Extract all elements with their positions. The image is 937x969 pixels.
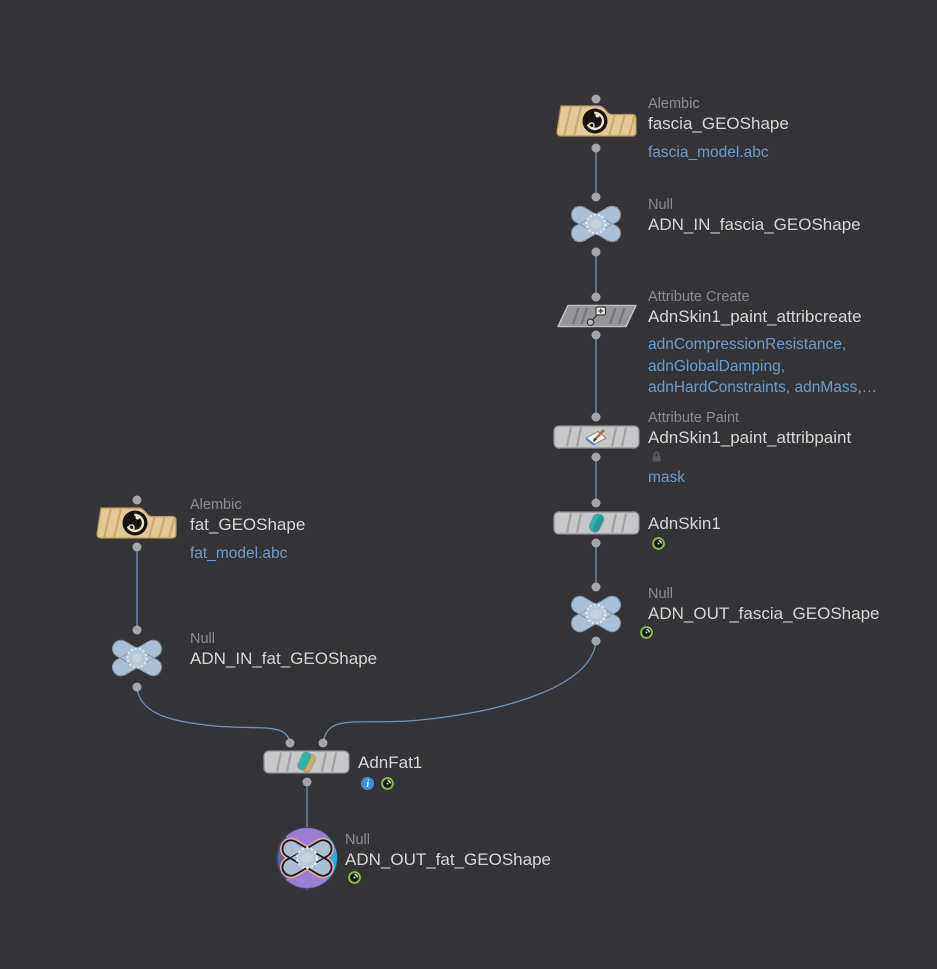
svg-text:i: i [366,779,369,790]
node-type-label: Alembic [190,497,242,513]
node-adn-in-fat[interactable] [107,633,167,683]
node-adnskin1[interactable] [553,511,640,535]
attribute-create-icon [586,306,607,327]
node-comment: adnHardConstraints, adnMass,… [648,379,878,396]
node-adn-out-fat[interactable] [272,825,342,891]
adnfat-icon [297,751,316,773]
label-group-adn-in-fascia: Null ADN_IN_fascia_GEOShape [648,196,861,235]
node-name-label: fascia_GEOShape [648,114,789,133]
node-fascia-geoshape[interactable] [553,104,640,138]
node-name-label: AdnFat1 [358,753,423,772]
node-name-label: fat_GEOShape [190,515,306,534]
connector-dot[interactable] [591,452,601,462]
node-name-label: AdnSkin1_paint_attribcreate [648,307,862,326]
node-type-label: Null [648,197,673,213]
node-type-label: Null [648,586,673,602]
node-comment: fat_model.abc [190,545,288,562]
node-adn-in-fascia[interactable] [566,199,626,249]
node-comment: fascia_model.abc [648,144,769,161]
wire-adnin-fat-to-adnfat[interactable] [136,686,291,744]
info-badge[interactable]: i [360,776,375,791]
connector-dot[interactable] [591,292,601,302]
node-name-label: ADN_IN_fascia_GEOShape [648,215,861,234]
time-dependent-badge[interactable] [380,776,395,791]
connector-dot[interactable] [318,738,328,748]
label-group-adnfat1: AdnFat1 [358,752,422,773]
connector-dot[interactable] [591,582,601,592]
connector-dot[interactable] [302,777,312,787]
label-group-adnskin1: AdnSkin1 [648,513,721,534]
alembic-node-icon [97,508,176,538]
node-name-label: ADN_IN_fat_GEOShape [190,649,378,668]
node-name-label: AdnSkin1_paint_attribpaint [648,428,852,447]
node-fat-geoshape[interactable] [93,506,180,540]
time-dependent-badge[interactable] [651,536,666,551]
null-x-icon [109,637,164,679]
node-type-label: Attribute Paint [648,410,740,426]
label-group-attribpaint: Attribute Paint AdnSkin1_paint_attribpai… [648,409,851,489]
label-group-fascia: Alembic fascia_GEOShape fascia_model.abc [648,95,789,164]
connector-dot[interactable] [591,143,601,153]
node-type-label: Null [190,631,215,647]
connector-dot[interactable] [591,498,601,508]
connector-dot[interactable] [591,94,601,104]
node-adnfat1[interactable] [263,749,350,775]
node-type-label: Alembic [648,96,700,112]
node-adn-out-fascia[interactable] [566,589,626,639]
alembic-node-icon [557,106,636,136]
null-x-icon [568,593,623,635]
node-comment: adnCompressionResistance, [648,336,847,353]
null-x-selected-icon [279,837,335,879]
connector-dot[interactable] [132,682,142,692]
node-attribcreate[interactable] [553,304,640,328]
connector-dot[interactable] [132,495,142,505]
wire-adnout-fascia-to-adnfat[interactable] [322,640,597,744]
label-group-adn-out-fat: Null ADN_OUT_fat_GEOShape [345,831,551,870]
node-comment: adnGlobalDamping, [648,357,786,375]
label-group-adn-in-fat: Null ADN_IN_fat_GEOShape [190,630,377,669]
connector-dot[interactable] [591,412,601,422]
time-dependent-badge[interactable] [639,625,654,640]
connector-dot[interactable] [591,330,601,340]
node-name-label: ADN_OUT_fat_GEOShape [345,850,551,869]
connector-dot[interactable] [132,625,142,635]
node-attribpaint[interactable] [553,425,640,449]
connector-dot[interactable] [132,542,142,552]
label-group-adn-out-fascia: Null ADN_OUT_fascia_GEOShape [648,585,880,624]
node-type-label: Attribute Create [648,289,750,305]
label-group-fat: Alembic fat_GEOShape fat_model.abc [190,496,305,565]
paint-brush-icon [585,429,607,446]
node-name-label: ADN_OUT_fascia_GEOShape [648,604,880,623]
connector-dot[interactable] [591,192,601,202]
lock-icon [652,451,661,462]
node-type-label: Null [345,832,370,848]
label-group-attribcreate: Attribute Create AdnSkin1_paint_attribcr… [648,288,877,399]
node-name-label: AdnSkin1 [648,514,721,533]
connector-dot[interactable] [591,636,601,646]
connector-dot[interactable] [285,738,295,748]
node-comment: mask [648,469,686,486]
time-dependent-badge[interactable] [347,870,362,885]
connector-dot[interactable] [591,538,601,548]
adnskin-muscle-icon [588,513,605,533]
connector-dot[interactable] [591,247,601,257]
null-x-icon [568,203,623,245]
